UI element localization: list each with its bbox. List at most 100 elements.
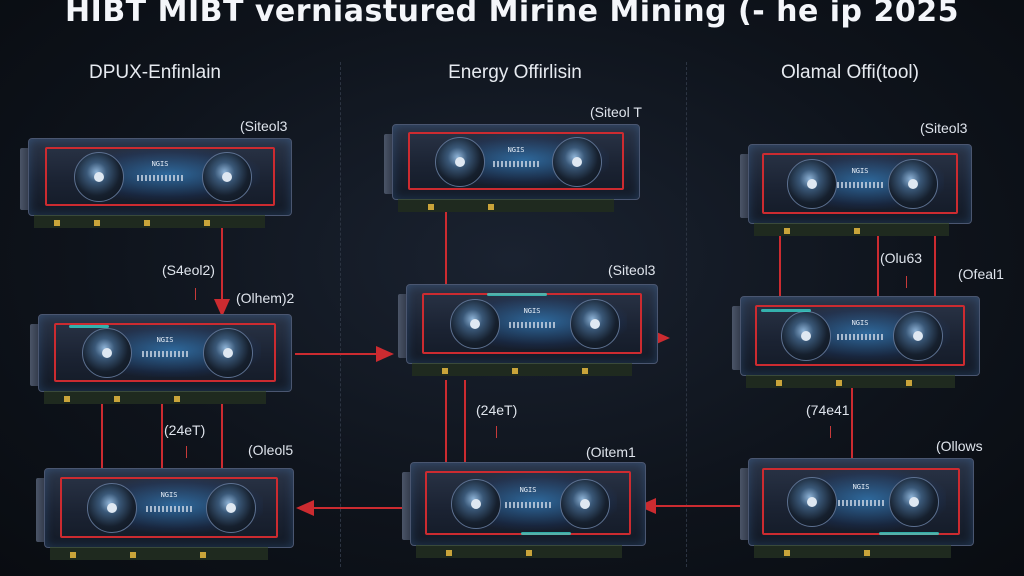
node-label: (Olhem)2	[236, 290, 295, 306]
node-label: (Oitem1	[586, 444, 636, 460]
gpu-shroud-outline	[44, 146, 276, 206]
fan-icon	[449, 299, 500, 349]
gpu-pcb	[412, 363, 632, 376]
gpu-label-stripe	[509, 322, 555, 329]
gpu-logo: NGIS	[851, 318, 869, 327]
gpu-accent	[521, 532, 571, 535]
gpu-card: NGIS	[20, 138, 292, 228]
fan-icon	[781, 311, 832, 361]
gpu-label-stripe	[838, 500, 884, 507]
gpu-label-stripe	[142, 351, 188, 358]
fan-icon	[893, 311, 944, 361]
fan-icon	[787, 477, 838, 527]
gpu-logo: NGIS	[519, 485, 537, 494]
fan-icon	[87, 483, 138, 533]
label-tick	[496, 426, 497, 438]
gpu-pcb	[34, 215, 265, 228]
gpu-pcb	[754, 223, 949, 236]
node-label: (Siteol3	[240, 118, 288, 134]
gpu-shroud-outline	[407, 132, 625, 191]
diagram-title: HIBT MIBT verniastured Mirine Mining (- …	[65, 0, 959, 29]
fan-icon	[786, 159, 837, 209]
gpu-label-stripe	[137, 175, 183, 182]
gpu-card: NGIS	[30, 314, 292, 404]
node-label: (Siteol3	[608, 262, 656, 278]
gpu-label-stripe	[505, 502, 551, 509]
node-label: (Ollows	[936, 438, 983, 454]
gpu-card: NGIS	[402, 462, 646, 558]
gpu-card: NGIS	[732, 296, 980, 388]
fan-icon	[569, 299, 620, 349]
gpu-logo: NGIS	[156, 336, 174, 345]
gpu-logo: NGIS	[151, 160, 169, 169]
gpu-body: NGIS	[28, 138, 292, 216]
fan-icon	[559, 479, 610, 529]
fan-icon	[450, 479, 501, 529]
node-label: (Siteol3	[920, 120, 968, 136]
fan-icon	[81, 328, 132, 378]
fan-icon	[73, 152, 124, 202]
gpu-pcb	[398, 199, 615, 212]
gpu-body: NGIS	[392, 124, 640, 200]
label-tick	[195, 288, 196, 300]
column-divider	[340, 62, 341, 567]
gpu-body: NGIS	[406, 284, 658, 364]
gpu-pcb	[50, 547, 269, 560]
gpu-label-stripe	[146, 506, 192, 513]
label-tick	[186, 446, 187, 458]
gpu-logo: NGIS	[507, 145, 525, 154]
gpu-accent	[487, 293, 547, 296]
gpu-pcb	[746, 375, 956, 388]
label-tick	[906, 276, 907, 288]
node-label: (S4eol2)	[162, 262, 215, 278]
gpu-shroud-outline	[755, 304, 965, 366]
gpu-body: NGIS	[44, 468, 294, 548]
column-heading-1: DPUX-Enfinlain	[89, 62, 221, 83]
fan-icon	[434, 137, 485, 187]
fan-icon	[201, 152, 252, 202]
gpu-logo: NGIS	[523, 306, 541, 315]
node-label: (Oleol5	[248, 442, 294, 458]
gpu-card: NGIS	[740, 144, 972, 236]
gpu-card: NGIS	[384, 124, 640, 212]
node-label: (Olu63	[880, 250, 923, 266]
gpu-pcb	[416, 545, 622, 558]
gpu-card: NGIS	[740, 458, 974, 558]
node-label: (24eT)	[164, 422, 206, 438]
node-label: (24eT)	[476, 402, 518, 418]
gpu-accent	[761, 309, 811, 312]
gpu-accent	[879, 532, 939, 535]
gpu-pcb	[44, 391, 266, 404]
gpu-body: NGIS	[748, 144, 972, 224]
gpu-body: NGIS	[748, 458, 974, 546]
node-label: (Ofeal1	[958, 266, 1004, 282]
fan-icon	[889, 477, 940, 527]
node-label: (74e41	[806, 402, 850, 418]
gpu-card: NGIS	[398, 284, 658, 376]
gpu-pcb	[754, 545, 951, 558]
fan-icon	[205, 483, 256, 533]
gpu-accent	[69, 325, 109, 328]
fan-icon	[203, 328, 254, 378]
label-tick	[830, 426, 831, 438]
gpu-card: NGIS	[36, 468, 294, 560]
gpu-shroud-outline	[762, 467, 960, 535]
gpu-label-stripe	[837, 182, 883, 189]
gpu-body: NGIS	[410, 462, 646, 546]
gpu-label-stripe	[493, 160, 539, 167]
gpu-shroud-outline	[59, 476, 279, 538]
gpu-logo: NGIS	[160, 490, 178, 499]
gpu-body: NGIS	[740, 296, 980, 376]
gpu-shroud-outline	[54, 322, 276, 382]
gpu-label-stripe	[837, 334, 883, 341]
gpu-shroud-outline	[762, 152, 958, 214]
column-heading-3: Olamal Offi(tool)	[781, 62, 919, 83]
node-label: (Siteol T	[590, 104, 642, 120]
gpu-logo: NGIS	[852, 483, 870, 492]
fan-icon	[552, 137, 603, 187]
gpu-body: NGIS	[38, 314, 292, 392]
fan-icon	[887, 159, 938, 209]
column-divider	[686, 62, 687, 567]
column-heading-2: Energy Offirlisin	[448, 62, 582, 83]
gpu-logo: NGIS	[851, 166, 869, 175]
